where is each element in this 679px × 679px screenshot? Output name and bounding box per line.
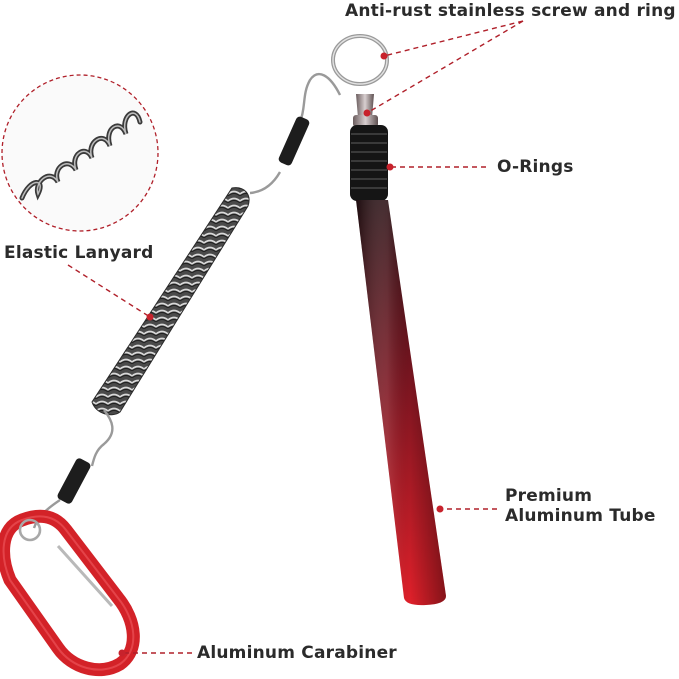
aluminum-tube-icon — [350, 94, 446, 606]
label-premium-tube: Premium Aluminum Tube — [505, 486, 656, 526]
carabiner-icon — [0, 509, 140, 677]
leader-anti-rust-screw — [366, 20, 524, 114]
lanyard-sleeve-bottom — [57, 458, 91, 504]
lanyard-wire-top — [249, 73, 342, 195]
lanyard-sleeve-top — [278, 116, 310, 166]
label-tube-line2: Aluminum Tube — [505, 506, 656, 526]
callout-leaders — [67, 20, 524, 654]
leader-lanyard — [67, 264, 151, 318]
coil-detail-zoom — [1, 74, 159, 232]
label-o-rings: O-Rings — [497, 157, 574, 177]
label-carabiner: Aluminum Carabiner — [197, 643, 397, 663]
label-elastic-lanyard: Elastic Lanyard — [4, 243, 154, 263]
callout-dots — [118, 52, 444, 657]
label-anti-rust: Anti-rust stainless screw and ring — [345, 1, 676, 21]
coil-lanyard-body — [91, 187, 250, 416]
label-tube-line1: Premium — [505, 486, 593, 506]
leader-anti-rust-ring — [383, 20, 524, 57]
key-ring-icon — [331, 34, 389, 86]
